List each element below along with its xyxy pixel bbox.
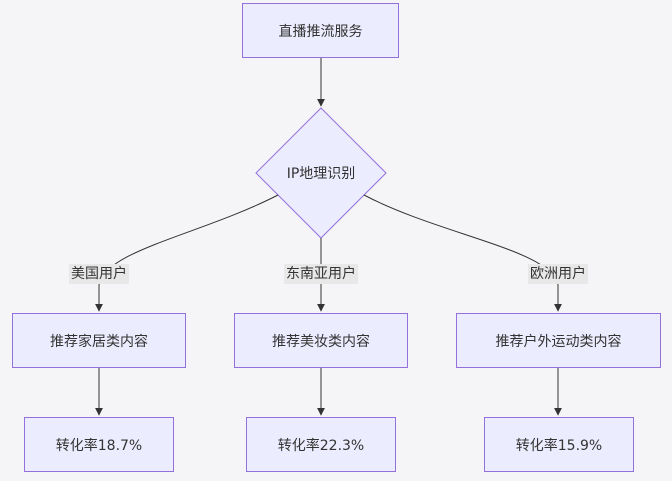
content-node-2-label: 推荐美妆类内容 (272, 333, 370, 350)
edge-label-branch-2: 东南亚用户 (284, 264, 358, 284)
root-node-label: 直播推流服务 (278, 23, 363, 40)
root-node: 直播推流服务 (242, 3, 399, 58)
result-node-3-label: 转化率15.9% (515, 437, 603, 454)
content-node-1: 推荐家居类内容 (12, 313, 186, 368)
result-node-2: 转化率22.3% (246, 417, 396, 472)
result-node-3: 转化率15.9% (484, 417, 634, 472)
result-node-2-label: 转化率22.3% (277, 437, 365, 454)
result-node-1-label: 转化率18.7% (55, 437, 143, 454)
content-node-3-label: 推荐户外运动类内容 (495, 333, 622, 350)
content-node-2: 推荐美妆类内容 (234, 313, 408, 368)
decision-label: IP地理识别 (286, 166, 356, 182)
content-node-3: 推荐户外运动类内容 (456, 313, 661, 368)
edge-decision-to-branch-3 (363, 194, 562, 312)
edge-decision-to-branch-1 (95, 194, 279, 312)
content-node-1-label: 推荐家居类内容 (50, 333, 148, 350)
result-node-1: 转化率18.7% (24, 417, 174, 472)
edge-label-branch-3: 欧洲用户 (528, 264, 588, 284)
edge-label-branch-1: 美国用户 (69, 264, 129, 284)
